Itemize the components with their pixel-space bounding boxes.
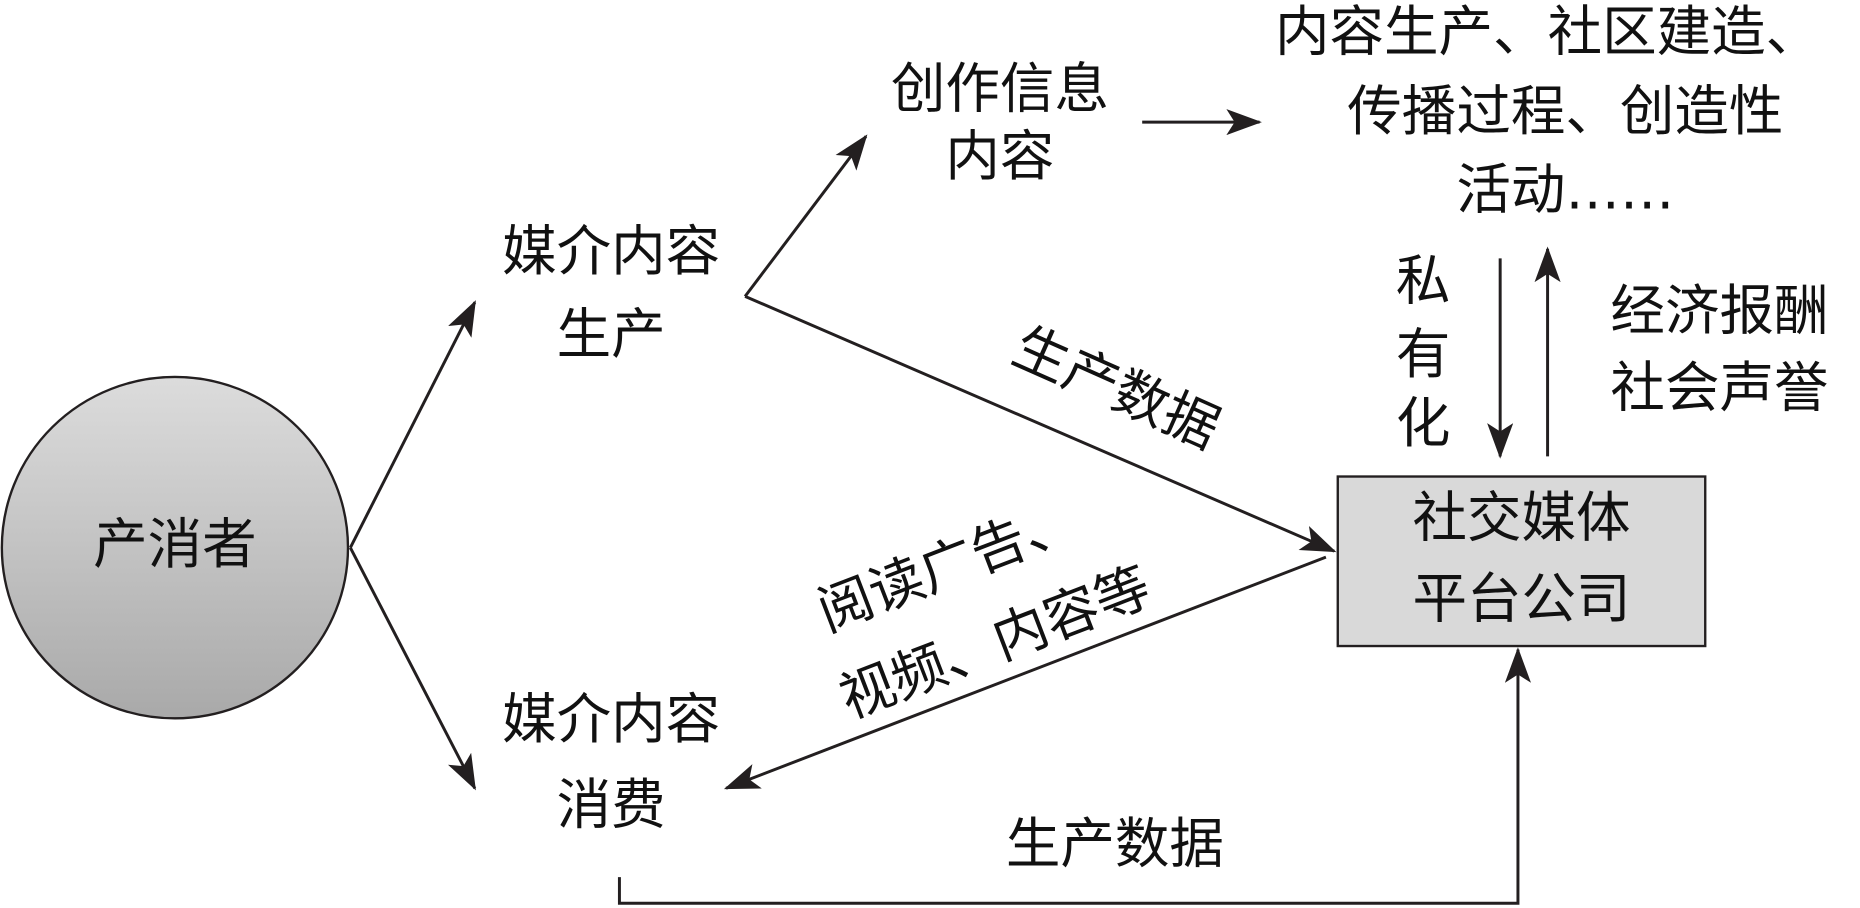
platform-label-2: 平台公司	[1412, 566, 1630, 630]
activities-1: 内容生产、社区建造、	[1275, 0, 1820, 64]
prosumer-label: 产消者	[93, 512, 257, 576]
arrow-reading	[723, 555, 1327, 790]
privatization-3: 化	[1396, 391, 1451, 455]
production-label-2: 生产	[557, 302, 666, 366]
production-data-diag-label: 生产数据	[1004, 314, 1229, 461]
arrow-production-data	[744, 294, 1337, 553]
arrow-to-consumption	[349, 546, 477, 791]
privatization-1: 私	[1396, 249, 1451, 313]
platform-label-1: 社交媒体	[1412, 486, 1630, 550]
rewards-1: 经济报酬	[1610, 278, 1828, 342]
arrow-to-create	[743, 134, 868, 298]
prosumer-circle	[0, 375, 350, 720]
create-content-2: 内容	[945, 124, 1054, 188]
activities-2: 传播过程、创造性	[1347, 79, 1783, 143]
platform-box	[1336, 475, 1707, 648]
consumption-label-1: 媒介内容	[502, 687, 720, 751]
arrow-bottom-production-data	[617, 647, 1531, 905]
production-label-1: 媒介内容	[502, 219, 720, 283]
activities-3: 活动……	[1456, 157, 1674, 221]
production-data-bottom-label: 生产数据	[1006, 812, 1224, 876]
arrow-to-production	[349, 300, 477, 549]
consumption-label-2: 消费	[557, 773, 666, 837]
privatization-2: 有	[1396, 322, 1451, 386]
create-content-1: 创作信息	[891, 57, 1109, 121]
rewards-2: 社会声誉	[1610, 355, 1828, 419]
